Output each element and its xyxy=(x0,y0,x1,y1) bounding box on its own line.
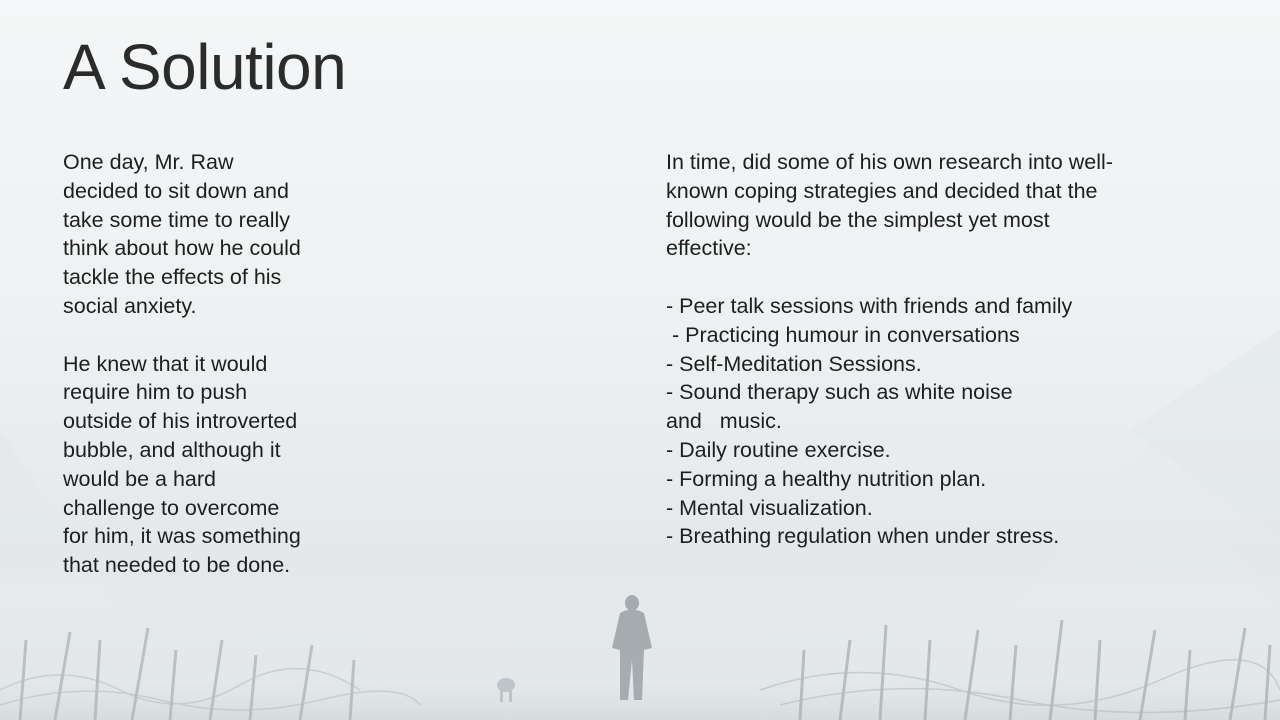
text-line: require him to push xyxy=(63,380,248,405)
text-line: challenge to overcome xyxy=(63,495,280,520)
text-line: following would be the simplest yet most xyxy=(666,207,1050,232)
text-line: would be a hard xyxy=(63,466,216,491)
text-line: bubble, and although it xyxy=(63,437,281,462)
right-intro-paragraph: In time, did some of his own research in… xyxy=(666,148,1186,263)
list-item: - Practicing humour in conversations xyxy=(666,322,1020,347)
text-line: that needed to be done. xyxy=(63,553,291,578)
text-line: One day, Mr. Raw xyxy=(63,150,234,174)
text-line: social anxiety. xyxy=(63,293,197,318)
text-line: He knew that it would xyxy=(63,351,268,376)
text-line: for him, it was something xyxy=(63,524,301,549)
paragraph-spacer xyxy=(666,263,1186,292)
list-item: - Forming a healthy nutrition plan. xyxy=(666,466,987,491)
text-line: known coping strategies and decided that… xyxy=(666,178,1098,203)
text-line: decided to sit down and xyxy=(63,178,289,203)
text-line: take some time to really xyxy=(63,207,291,232)
text-line: think about how he could xyxy=(63,236,301,261)
left-paragraph-1: One day, Mr. Raw decided to sit down and… xyxy=(63,148,353,321)
paragraph-spacer xyxy=(63,321,353,350)
text-line: effective: xyxy=(666,236,752,261)
list-item: and music. xyxy=(666,409,782,434)
left-text-column: One day, Mr. Raw decided to sit down and… xyxy=(63,148,353,580)
list-item: - Sound therapy such as white noise xyxy=(666,380,1013,405)
list-item: - Breathing regulation when under stress… xyxy=(666,524,1060,549)
coping-strategies-list: - Peer talk sessions with friends and fa… xyxy=(666,292,1186,551)
text-line: tackle the effects of his xyxy=(63,265,282,290)
slide-title: A Solution xyxy=(63,31,347,103)
list-item: - Mental visualization. xyxy=(666,495,873,520)
dog-silhouette xyxy=(497,678,515,702)
right-text-column: In time, did some of his own research in… xyxy=(666,148,1186,551)
left-paragraph-2: He knew that it would require him to pus… xyxy=(63,350,353,580)
list-item: - Peer talk sessions with friends and fa… xyxy=(666,293,1073,318)
walking-person-silhouette xyxy=(612,595,652,700)
text-line: In time, did some of his own research in… xyxy=(666,150,1113,174)
text-line: outside of his introverted xyxy=(63,409,298,434)
list-item: - Self-Meditation Sessions. xyxy=(666,351,922,376)
list-item: - Daily routine exercise. xyxy=(666,437,891,462)
background-triangle xyxy=(1130,330,1280,540)
vineyard-posts-right xyxy=(798,619,1272,720)
